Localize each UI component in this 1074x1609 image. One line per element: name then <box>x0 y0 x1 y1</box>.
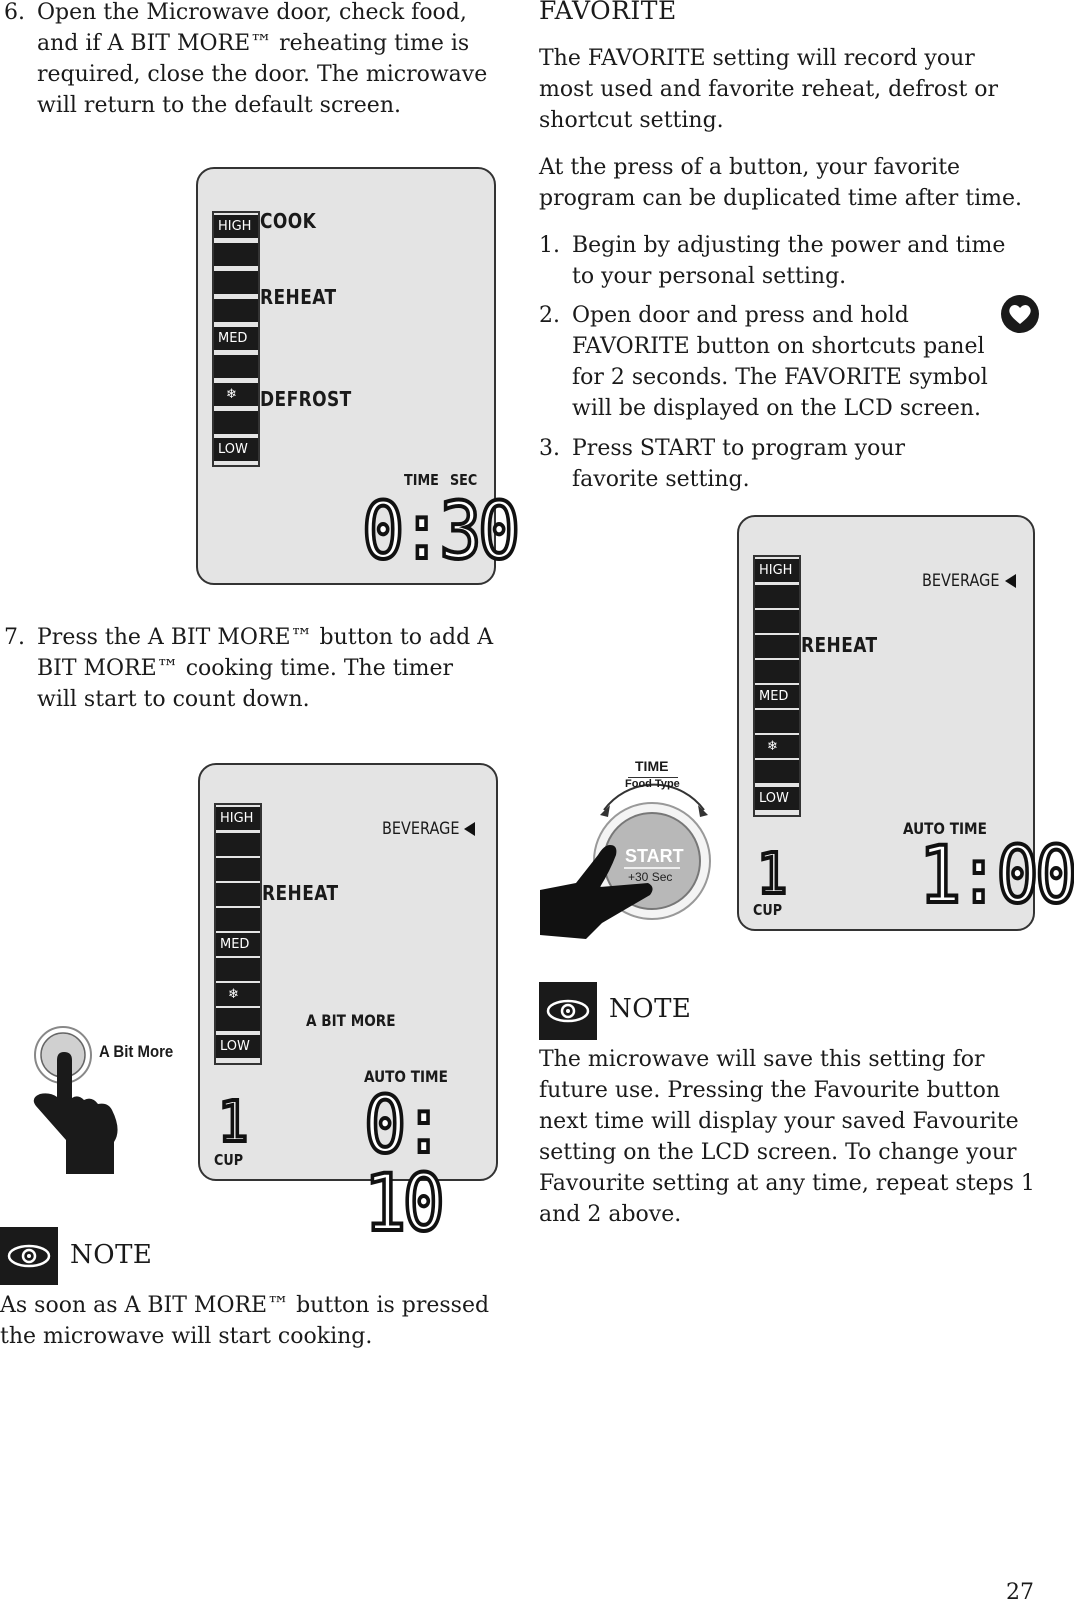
level-low: LOW <box>216 1035 260 1058</box>
plus-30-sec-label: +30 Sec <box>628 870 673 884</box>
note-eye-badge <box>539 982 597 1040</box>
snowflake-icon: ❄ <box>214 383 258 406</box>
level-low: LOW <box>214 438 258 461</box>
level-bar <box>216 883 260 906</box>
level-low: LOW <box>755 787 799 810</box>
power-level-bars: HIGH MED ❄ LOW <box>214 803 262 1065</box>
level-bar <box>214 271 258 294</box>
eye-icon <box>7 1244 51 1268</box>
cup-label: CUP <box>214 1151 244 1169</box>
step-text: Open the Microwave door, check food, and… <box>37 0 488 118</box>
start-dial-illustration <box>540 755 720 945</box>
step-text: Begin by adjusting the power and time to… <box>572 233 1006 289</box>
level-bar <box>216 833 260 856</box>
time-readout: 1:00 <box>917 831 1074 921</box>
beverage-label: BEVERAGE <box>382 819 460 839</box>
level-med: MED <box>214 327 258 350</box>
level-bar <box>216 958 260 981</box>
snowflake-icon: ❄ <box>755 735 799 758</box>
intro-paragraph: At the press of a button, your favorite … <box>539 155 1023 211</box>
reheat-label: REHEAT <box>801 633 878 657</box>
heart-icon <box>1000 294 1040 334</box>
note-title: NOTE <box>609 994 692 1024</box>
level-bar <box>755 610 799 633</box>
level-bar <box>214 243 258 266</box>
step-number: 1. <box>539 233 560 258</box>
note-eye-badge <box>0 1227 58 1285</box>
note-title: NOTE <box>70 1240 153 1270</box>
snowflake-icon: ❄ <box>216 983 260 1006</box>
step-number: 3. <box>539 436 560 461</box>
defrost-label: DEFROST <box>260 387 352 411</box>
cup-count-readout: 1 <box>216 1090 250 1155</box>
auto-time-label: AUTO TIME <box>903 819 987 838</box>
level-med: MED <box>216 933 260 956</box>
triangle-left-icon <box>464 822 475 836</box>
level-bar <box>755 760 799 783</box>
step-number: 2. <box>539 303 560 328</box>
step-number: 7. <box>4 625 25 650</box>
level-bar <box>216 908 260 931</box>
beverage-label: BEVERAGE <box>922 571 1000 591</box>
step-text: Press the A BIT MORE™ button to add A BI… <box>37 625 494 712</box>
cup-count-readout: 1 <box>755 842 789 907</box>
note-text: The microwave will save this setting for… <box>539 1047 1035 1227</box>
a-bit-more-indicator: A BIT MORE <box>306 1011 396 1030</box>
cook-label: COOK <box>260 209 317 233</box>
step-text: Press START to program your favorite set… <box>572 436 906 492</box>
cup-label: CUP <box>753 901 783 919</box>
level-bar <box>755 660 799 683</box>
power-level-bars: HIGH MED ❄ LOW <box>753 555 801 817</box>
note-text: As soon as A BIT MORE™ button is pressed… <box>0 1293 490 1349</box>
reheat-label: REHEAT <box>260 285 337 309</box>
lcd-display-a-bit-more: HIGH MED ❄ LOW BEVERAGE REHEAT A BIT MOR… <box>198 763 498 1245</box>
auto-time-label: AUTO TIME <box>364 1067 448 1086</box>
reheat-label: REHEAT <box>262 881 339 905</box>
level-bar <box>755 710 799 733</box>
dial-divider <box>628 777 678 778</box>
lcd-display-favorite: HIGH MED ❄ LOW BEVERAGE REHEAT AUTO TIME… <box>737 515 1074 931</box>
level-bar <box>214 299 258 322</box>
step-number: 6. <box>4 0 25 25</box>
start-dial-icon <box>540 783 711 939</box>
time-label: TIME <box>404 471 439 489</box>
step-text: Open door and press and hold FAVORITE bu… <box>572 303 988 421</box>
lcd-display-cook: HIGH MED ❄ LOW COOK REHEAT DEFROST TIME … <box>196 167 522 585</box>
section-title: FAVORITE <box>539 0 677 25</box>
triangle-left-icon <box>1005 574 1016 588</box>
level-med: MED <box>755 685 799 708</box>
level-bar <box>214 411 258 434</box>
time-readout: 0:30 <box>360 487 522 577</box>
level-bar <box>216 1008 260 1031</box>
level-high: HIGH <box>216 807 260 830</box>
a-bit-more-button-illustration <box>22 1022 182 1182</box>
page-number: 27 <box>1006 1580 1034 1605</box>
sec-label: SEC <box>450 471 478 489</box>
dial-time-label: TIME <box>635 758 669 774</box>
level-high: HIGH <box>755 559 799 582</box>
intro-paragraph: The FAVORITE setting will record your mo… <box>539 46 999 133</box>
level-bar <box>216 858 260 881</box>
a-bit-more-label: A Bit More <box>99 1042 174 1061</box>
level-bar <box>755 585 799 608</box>
dial-food-type-label: Food Type <box>625 778 680 790</box>
power-level-bars: HIGH MED ❄ LOW <box>212 211 260 467</box>
level-bar <box>214 355 258 378</box>
level-high: HIGH <box>214 215 258 238</box>
hand-pressing-icon <box>33 1026 118 1174</box>
start-button-label: START <box>625 846 684 866</box>
time-readout: 0: 10 <box>362 1081 447 1249</box>
eye-icon <box>546 999 590 1023</box>
level-bar <box>755 635 799 658</box>
